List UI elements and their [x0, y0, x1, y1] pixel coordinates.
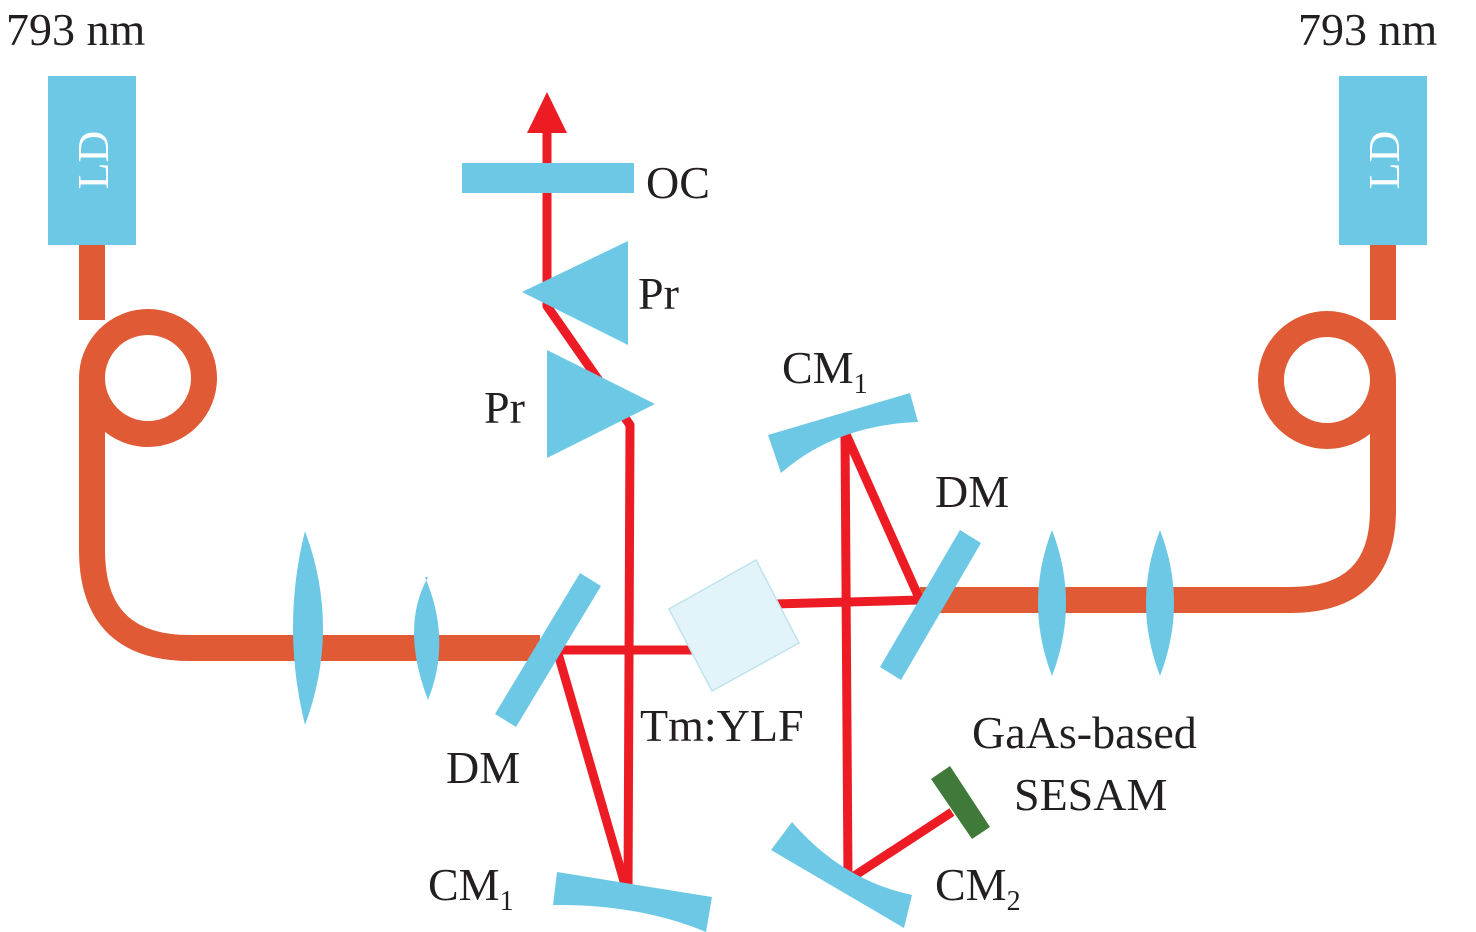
output-coupler-mirror	[462, 163, 634, 193]
dm-right-label: DM	[935, 466, 1009, 517]
sesam-label-line1: GaAs-based	[972, 707, 1197, 758]
right-laser-diode: LD	[1339, 76, 1427, 245]
sesam-element	[931, 766, 990, 839]
dm-left-mirror	[495, 573, 601, 727]
prism-lower-label: Pr	[484, 382, 525, 433]
dm-left-label: DM	[446, 742, 520, 793]
right-ld-label: LD	[1360, 131, 1409, 190]
prism-lower	[547, 350, 655, 458]
cm2-mirror	[771, 822, 912, 928]
left-ld-label: LD	[69, 131, 118, 190]
right-pump-fiber	[920, 245, 1396, 613]
output-arrow-icon	[527, 92, 567, 133]
left-lens-1	[293, 531, 323, 725]
left-wavelength-label: 793 nm	[6, 4, 146, 55]
crystal-label: Tm:YLF	[640, 700, 804, 751]
right-lens-1	[1038, 530, 1066, 676]
prism-upper-label: Pr	[638, 268, 679, 319]
cm1-bottom-label: CM1	[428, 859, 514, 917]
cm2-label: CM2	[935, 859, 1021, 917]
left-pump-fiber	[79, 245, 540, 661]
cm1-bottom-mirror	[553, 872, 712, 932]
oc-label: OC	[646, 157, 710, 208]
sesam-label-line2: SESAM	[1014, 769, 1167, 820]
cm1-top-label: CM1	[782, 342, 868, 400]
laser-beam-path	[542, 125, 955, 897]
tm-ylf-crystal	[667, 558, 801, 693]
left-lens-2	[414, 577, 440, 700]
left-laser-diode: LD	[48, 76, 136, 245]
right-wavelength-label: 793 nm	[1298, 4, 1438, 55]
prism-upper	[522, 241, 628, 345]
cm1-top-mirror	[768, 393, 918, 473]
dm-right-mirror	[880, 530, 981, 680]
right-lens-2	[1146, 530, 1174, 676]
